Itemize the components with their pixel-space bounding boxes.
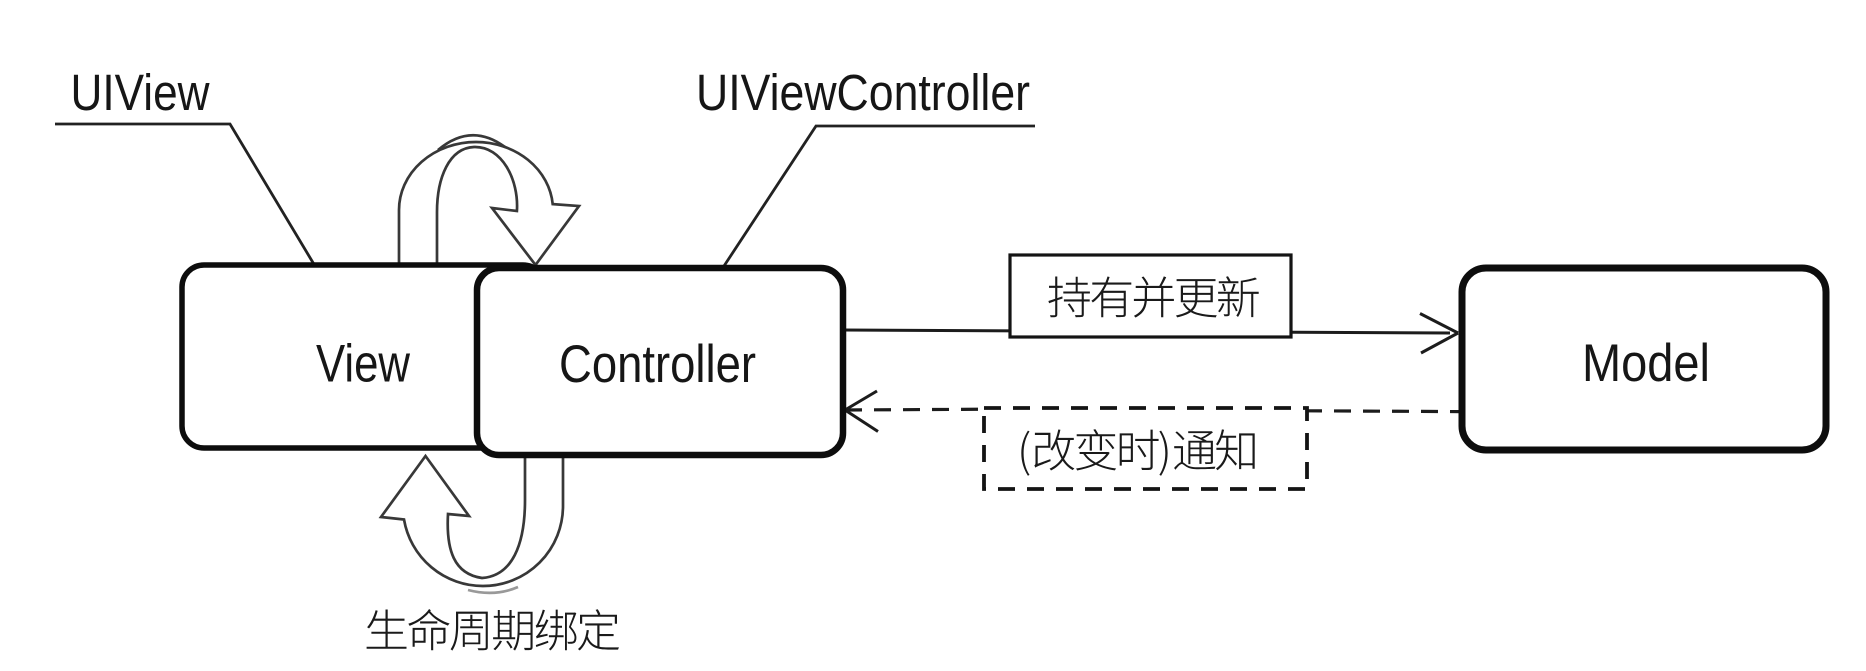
svg-text:UIView: UIView <box>71 64 210 121</box>
svg-text:Model: Model <box>1582 334 1710 393</box>
svg-text:UIViewController: UIViewController <box>696 64 1030 121</box>
svg-text:View: View <box>316 335 411 394</box>
svg-text:Controller: Controller <box>559 335 756 394</box>
